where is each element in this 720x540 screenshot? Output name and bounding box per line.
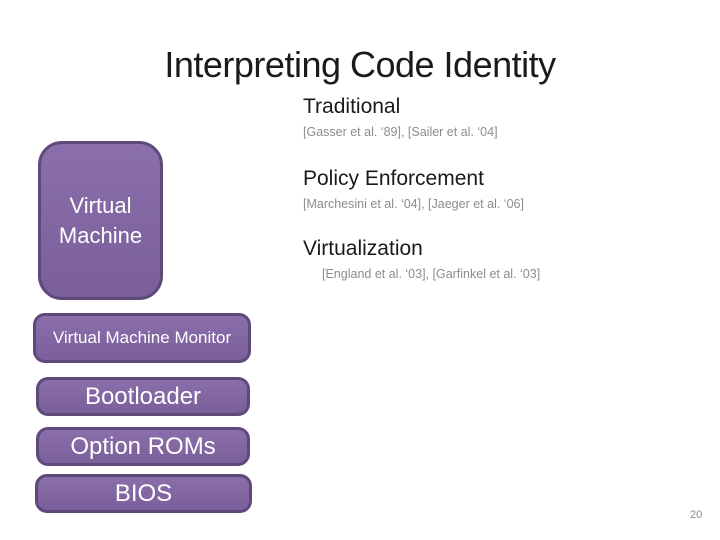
layer-label: Virtual Machine Monitor xyxy=(52,328,232,347)
section-virtualization: Virtualization [England et al. ‘03], [Ga… xyxy=(303,236,703,282)
virtual-machine-box: Virtual Machine xyxy=(38,141,163,300)
section-heading: Policy Enforcement xyxy=(303,167,484,190)
section-heading: Virtualization xyxy=(303,237,423,260)
layer-option-roms: Option ROMs xyxy=(36,427,250,466)
layer-bootloader: Bootloader xyxy=(36,377,250,416)
layer-virtual-machine-monitor: Virtual Machine Monitor xyxy=(33,313,251,363)
section-citation: [England et al. ‘03], [Garfinkel et al. … xyxy=(322,267,541,281)
layer-label: Bootloader xyxy=(84,382,202,410)
page-number: 20 xyxy=(690,509,703,521)
page-title: Interpreting Code Identity xyxy=(164,44,556,86)
section-citation: [Marchesini et al. ‘04], [Jaeger et al. … xyxy=(303,197,524,211)
layer-label: Option ROMs xyxy=(70,432,216,460)
layer-bios: BIOS xyxy=(35,474,252,513)
section-traditional: Traditional [Gasser et al. ‘89], [Sailer… xyxy=(303,94,703,140)
section-heading: Traditional xyxy=(303,95,401,118)
section-policy-enforcement: Policy Enforcement [Marchesini et al. ‘0… xyxy=(303,166,703,212)
layer-label: BIOS xyxy=(114,479,173,507)
virtual-machine-label: Virtual Machine xyxy=(58,192,143,248)
section-citation: [Gasser et al. ‘89], [Sailer et al. ‘04] xyxy=(303,125,498,139)
